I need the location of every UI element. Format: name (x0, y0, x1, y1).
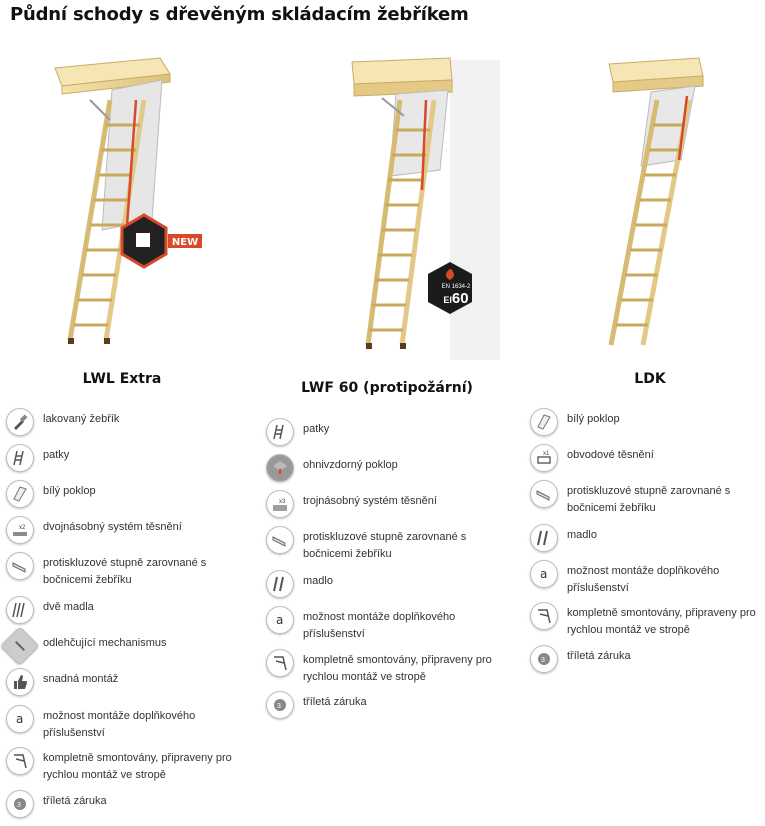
svg-text:x1: x1 (543, 451, 550, 457)
feature-item: snadná montáž (6, 668, 119, 696)
svg-text:a: a (16, 712, 23, 726)
perimeter-seal-icon: x1 (530, 444, 558, 472)
thumbs-up-icon (6, 668, 34, 696)
feature-text: možnost montáže doplňkového příslušenstv… (567, 565, 720, 594)
svg-text:a: a (540, 567, 547, 581)
feature-text: bílý poklop (43, 485, 96, 497)
feature-item: patky (266, 418, 330, 446)
product-image-ldk[interactable] (595, 40, 725, 360)
two-handrails-icon (6, 596, 34, 624)
feature-text: odlehčující mechanismus (43, 637, 167, 649)
feature-item: bílý poklop (530, 408, 620, 436)
feature-item: odlehčující mechanismus (0, 626, 167, 666)
fire-badge-minutes: 60 (451, 290, 469, 307)
product-image-lwf-60[interactable] (330, 40, 500, 360)
feature-item: kompletně smontovány, připraveny pro ryc… (6, 747, 243, 784)
anti-slip-steps-icon (6, 552, 34, 580)
handrail-icon (530, 524, 558, 552)
feature-text: dvojnásobný systém těsnění (43, 521, 182, 533)
svg-text:x3: x3 (279, 499, 286, 505)
feature-text: možnost montáže doplňkového příslušenstv… (303, 611, 456, 640)
feature-item: protiskluzové stupně zarovnané s bočnice… (530, 480, 765, 517)
feature-text: tříletá záruka (303, 696, 367, 708)
feature-text: madlo (567, 529, 597, 541)
feature-text: madlo (303, 575, 333, 587)
feature-text: obvodové těsnění (567, 449, 654, 461)
anti-slip-steps-icon (530, 480, 558, 508)
svg-text:3: 3 (541, 657, 545, 664)
feature-text: kompletně smontovány, připraveny pro ryc… (43, 752, 232, 781)
accessory-a-icon: a (266, 606, 294, 634)
feature-text: protiskluzové stupně zarovnané s bočnice… (43, 557, 207, 586)
feature-text: lakovaný žebřík (43, 413, 120, 425)
accessory-a-icon: a (530, 560, 558, 588)
feature-text: trojnásobný systém těsnění (303, 495, 437, 507)
svg-text:x2: x2 (19, 525, 26, 531)
svg-text:a: a (276, 613, 283, 627)
feature-text: dvě madla (43, 601, 94, 613)
anti-slip-steps-icon (266, 526, 294, 554)
svg-text:3: 3 (277, 703, 281, 710)
handrail-icon (266, 570, 294, 598)
feature-item: kompletně smontovány, připraveny pro ryc… (530, 602, 765, 639)
warranty-3-years-icon: 3 (530, 645, 558, 673)
fire-badge-class: EI60 (434, 290, 478, 308)
feature-item: x1 obvodové těsnění (530, 444, 654, 472)
feature-item: patky (6, 444, 70, 472)
feature-item: madlo (530, 524, 597, 552)
fire-badge-standard: EN 1634-2 (441, 284, 471, 290)
white-hatch-icon (530, 408, 558, 436)
white-hatch-icon (6, 480, 34, 508)
feature-item: protiskluzové stupně zarovnané s bočnice… (266, 526, 503, 563)
feature-text: protiskluzové stupně zarovnané s bočnice… (567, 485, 731, 514)
feature-item: a možnost montáže doplňkového příslušens… (6, 705, 243, 742)
feature-text: kompletně smontovány, připraveny pro ryc… (303, 654, 492, 683)
feature-text: patky (43, 449, 70, 461)
assembled-icon (6, 747, 34, 775)
feature-item: 3 tříletá záruka (266, 691, 367, 719)
feature-item: a možnost montáže doplňkového příslušens… (266, 606, 503, 643)
fire-badge-ei: EI (443, 295, 452, 305)
warranty-3-years-icon: 3 (266, 691, 294, 719)
feature-text: tříletá záruka (43, 795, 107, 807)
feature-text: kompletně smontovány, připraveny pro ryc… (567, 607, 756, 636)
feature-item: protiskluzové stupně zarovnané s bočnice… (6, 552, 243, 589)
lacquer-brush-icon (6, 408, 34, 436)
feature-text: patky (303, 423, 330, 435)
ladder-feet-icon (266, 418, 294, 446)
feature-text: tříletá záruka (567, 650, 631, 662)
feature-item: lakovaný žebřík (6, 408, 120, 436)
feature-item: a možnost montáže doplňkového příslušens… (530, 560, 765, 597)
product-image-lwl-extra[interactable]: NEW (40, 40, 220, 360)
product-name-lwf-60: LWF 60 (protipožární) (301, 380, 473, 396)
triple-seal-icon: x3 (266, 490, 294, 518)
feature-item: dvě madla (6, 596, 94, 624)
feature-item: madlo (266, 570, 333, 598)
feature-item: ohnivzdorný poklop (266, 454, 398, 482)
accessory-a-icon: a (6, 705, 34, 733)
feature-item: kompletně smontovány, připraveny pro ryc… (266, 649, 503, 686)
feature-text: ohnivzdorný poklop (303, 459, 398, 471)
feature-text: protiskluzové stupně zarovnané s bočnice… (303, 531, 467, 560)
warranty-3-years-icon: 3 (6, 790, 34, 818)
feature-text: snadná montáž (43, 673, 119, 685)
counterbalance-mechanism-icon (0, 626, 40, 666)
feature-text: možnost montáže doplňkového příslušenstv… (43, 710, 196, 739)
fire-resistant-hatch-icon (266, 454, 294, 482)
product-name-lwl-extra: LWL Extra (82, 371, 162, 387)
double-seal-icon: x2 (6, 516, 34, 544)
feature-text: bílý poklop (567, 413, 620, 425)
page-title: Půdní schody s dřevěným skládacím žebřík… (10, 4, 469, 25)
new-badge: NEW (172, 237, 198, 248)
feature-item: x2 dvojnásobný systém těsnění (6, 516, 182, 544)
ladder-feet-icon (6, 444, 34, 472)
svg-text:3: 3 (17, 802, 21, 809)
feature-item: 3 tříletá záruka (530, 645, 631, 673)
feature-item: 3 tříletá záruka (6, 790, 107, 818)
assembled-icon (530, 602, 558, 630)
feature-item: x3 trojnásobný systém těsnění (266, 490, 437, 518)
product-name-ldk: LDK (634, 371, 666, 387)
assembled-icon (266, 649, 294, 677)
feature-item: bílý poklop (6, 480, 96, 508)
